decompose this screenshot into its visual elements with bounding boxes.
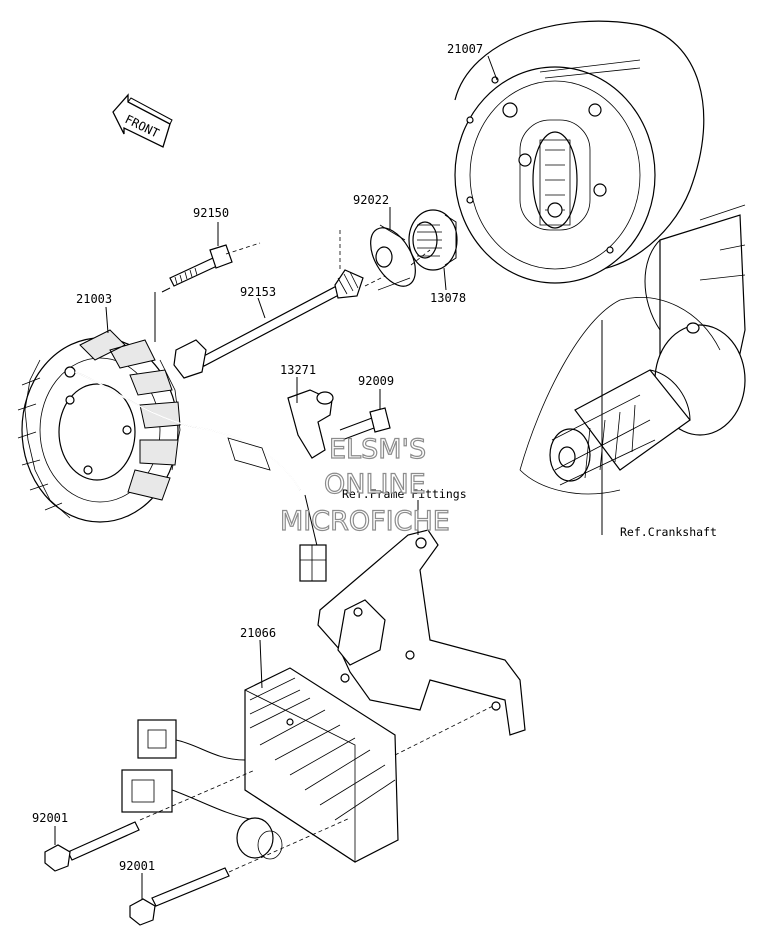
washer-drawing [370, 224, 416, 291]
part-label-92150: 92150 [193, 206, 229, 220]
crankshaft-drawing [519, 204, 746, 495]
part-label-92001-a: 92001 [32, 811, 68, 825]
stator-drawing [17, 329, 327, 582]
ref-label-crankshaft: Ref.Crankshaft [620, 525, 717, 539]
watermark-line-2: ONLINE [324, 469, 426, 500]
gear-drawing [408, 209, 458, 271]
ref-label-frame-fittings: Ref.Frame Fittings [342, 487, 467, 501]
watermark: ELSM'S ONLINE MICROFICHE [279, 433, 450, 537]
part-label-21066: 21066 [240, 626, 276, 640]
watermark-line-1: ELSM'S [329, 434, 426, 465]
part-label-92022: 92022 [353, 193, 389, 207]
part-label-92153: 92153 [240, 285, 276, 299]
regulator-drawing [121, 667, 399, 863]
leader-lines [54, 55, 603, 900]
part-label-92009: 92009 [358, 374, 394, 388]
part-label-13078: 13078 [430, 291, 466, 305]
bolt-flywheel-drawing [173, 269, 364, 379]
watermark-line-3: MICROFICHE [280, 506, 450, 537]
part-label-92001-b: 92001 [119, 859, 155, 873]
bolt-stator-drawing [169, 244, 233, 287]
bolt-regulator-drawings [44, 821, 230, 926]
front-arrow: FRONT [112, 93, 173, 148]
part-label-13271: 13271 [280, 363, 316, 377]
flywheel-drawing [454, 20, 705, 284]
frame-bracket-drawing [317, 529, 526, 736]
part-label-21003: 21003 [76, 292, 112, 306]
part-label-21007: 21007 [447, 42, 483, 56]
bracket-clamp-drawing [287, 389, 391, 459]
